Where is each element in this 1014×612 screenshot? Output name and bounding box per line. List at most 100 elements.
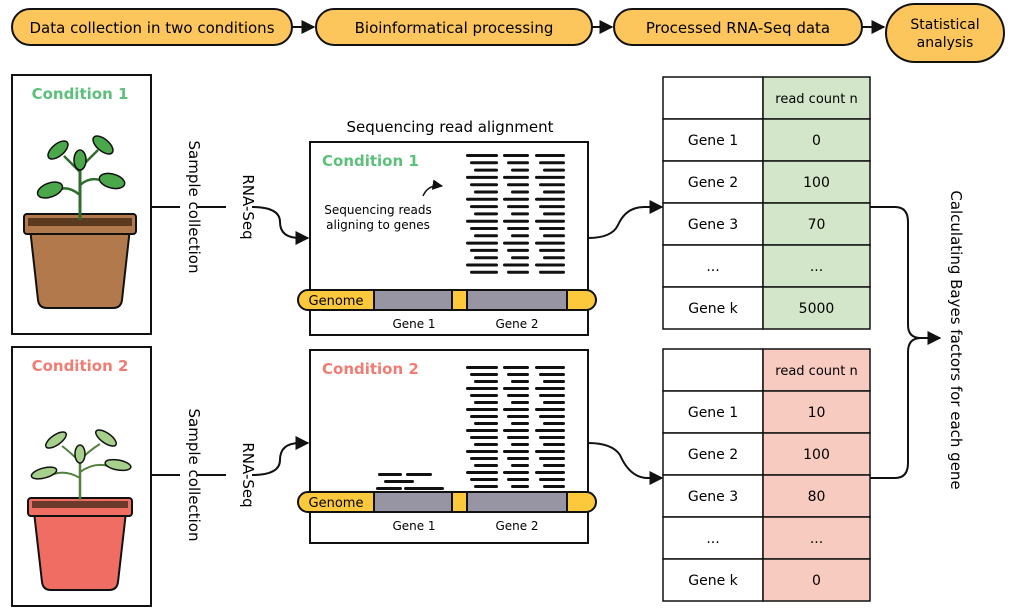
- sequencing-read: [404, 487, 444, 490]
- sequencing-read: [470, 205, 498, 209]
- sequencing-read: [507, 457, 529, 460]
- sequencing-read: [539, 161, 565, 165]
- sequencing-read: [543, 212, 565, 216]
- alignment-annotation-line2: aligning to genes: [326, 218, 430, 232]
- gene-2-label-2: Gene 2: [495, 519, 538, 533]
- table-count-value: 70: [808, 217, 826, 233]
- reads-stack-1: [466, 154, 565, 274]
- sequencing-read: [507, 415, 529, 418]
- sequencing-read: [539, 457, 565, 460]
- sequencing-read: [543, 234, 565, 238]
- condition-2-label: Condition 2: [32, 357, 129, 375]
- sequencing-read: [543, 464, 565, 467]
- sequencing-read: [466, 387, 498, 390]
- sequencing-read: [470, 248, 498, 252]
- sequencing-read: [470, 227, 498, 230]
- sequencing-read: [474, 256, 498, 260]
- sequencing-read: [511, 401, 529, 404]
- sequencing-read: [507, 436, 529, 439]
- sequencing-read: [474, 380, 498, 383]
- sequencing-read: [511, 380, 529, 383]
- sequencing-read: [511, 422, 529, 425]
- table-gene-label: ...: [706, 531, 719, 547]
- sequencing-read: [539, 478, 565, 481]
- sequencing-read: [535, 154, 565, 157]
- table-header-label: read count n: [775, 364, 857, 379]
- sequencing-read: [507, 373, 529, 376]
- table-count-cell: [762, 202, 871, 246]
- table-gene-label: ...: [706, 259, 719, 275]
- condition-1-panel: Condition 1: [11, 74, 152, 335]
- sequencing-read: [539, 183, 565, 187]
- sequencing-read: [466, 450, 498, 453]
- table-header-cell: [762, 348, 871, 392]
- sequencing-read: [470, 161, 498, 165]
- sequencing-read: [543, 380, 565, 383]
- gene-1-label: Gene 1: [392, 317, 435, 331]
- plant-pot-2-icon: [27, 429, 133, 591]
- table-gene-cell: [662, 118, 764, 162]
- table-count-value: ...: [810, 259, 823, 275]
- sequencing-read: [503, 429, 529, 432]
- table-gene-label: Gene k: [688, 573, 738, 589]
- table-count-value: 0: [812, 573, 821, 589]
- sequencing-read: [535, 450, 565, 453]
- condition-2-panel: Condition 2: [11, 346, 152, 607]
- sequencing-read: [470, 270, 498, 274]
- sequencing-read: [507, 227, 529, 230]
- table-gene-label: Gene 1: [688, 133, 738, 149]
- sequencing-read: [543, 443, 565, 446]
- sequencing-read: [474, 212, 498, 216]
- sequencing-read: [503, 219, 529, 223]
- alignment-2-condition-label: Condition 2: [322, 360, 419, 378]
- alignment-box-2: Condition 2 Genome Gene 1 Gene 2: [297, 349, 597, 544]
- table-count-cell: [762, 118, 871, 162]
- sequencing-read: [507, 270, 529, 274]
- sequencing-read: [466, 471, 498, 474]
- table-header-empty-cell: [662, 76, 764, 120]
- sequencing-read: [511, 234, 529, 238]
- sequencing-read: [507, 478, 529, 481]
- sequencing-read: [466, 408, 498, 411]
- sequencing-read: [543, 256, 565, 260]
- pipeline-step-bioinformatical-processing-label: Bioinformatical processing: [355, 19, 554, 37]
- sequencing-read: [507, 394, 529, 397]
- sequencing-read: [503, 154, 529, 157]
- table-gene-label: Gene 3: [688, 489, 738, 505]
- sequencing-read: [503, 241, 529, 245]
- sequencing-read: [470, 394, 498, 397]
- sequencing-read: [466, 219, 498, 223]
- sequencing-read: [384, 480, 414, 483]
- sequencing-read: [466, 263, 498, 267]
- sequencing-read: [543, 190, 565, 194]
- alignment-annotation-line1: Sequencing reads: [324, 203, 431, 217]
- sequencing-read: [539, 394, 565, 397]
- pipeline-step-data-collection-label: Data collection in two conditions: [29, 19, 274, 37]
- sequencing-read: [474, 168, 498, 172]
- table-count-value: 5000: [799, 301, 835, 317]
- sequencing-read: [543, 168, 565, 172]
- sequencing-read: [470, 183, 498, 187]
- sequencing-read: [503, 263, 529, 267]
- table-count-value: 0: [812, 133, 821, 149]
- sequencing-read: [503, 450, 529, 453]
- table-count-cell: [762, 390, 871, 434]
- sequencing-read: [466, 197, 498, 201]
- sequencing-read: [539, 270, 565, 274]
- sequencing-read: [539, 227, 565, 230]
- sequencing-read: [511, 168, 529, 172]
- sequencing-read: [535, 408, 565, 411]
- table-count-cell: [762, 244, 871, 288]
- table-gene-label: Gene k: [688, 301, 738, 317]
- rna-seq-1-label: RNA-Seq: [239, 174, 257, 239]
- sequencing-read: [474, 190, 498, 194]
- sequencing-read: [539, 248, 565, 252]
- sequencing-read: [474, 234, 498, 238]
- sequencing-read: [406, 473, 432, 476]
- arrow-to-table-2: [587, 442, 664, 485]
- flow-condition-1: Sample collection RNA-Seq: [151, 141, 310, 273]
- sequencing-read: [466, 429, 498, 432]
